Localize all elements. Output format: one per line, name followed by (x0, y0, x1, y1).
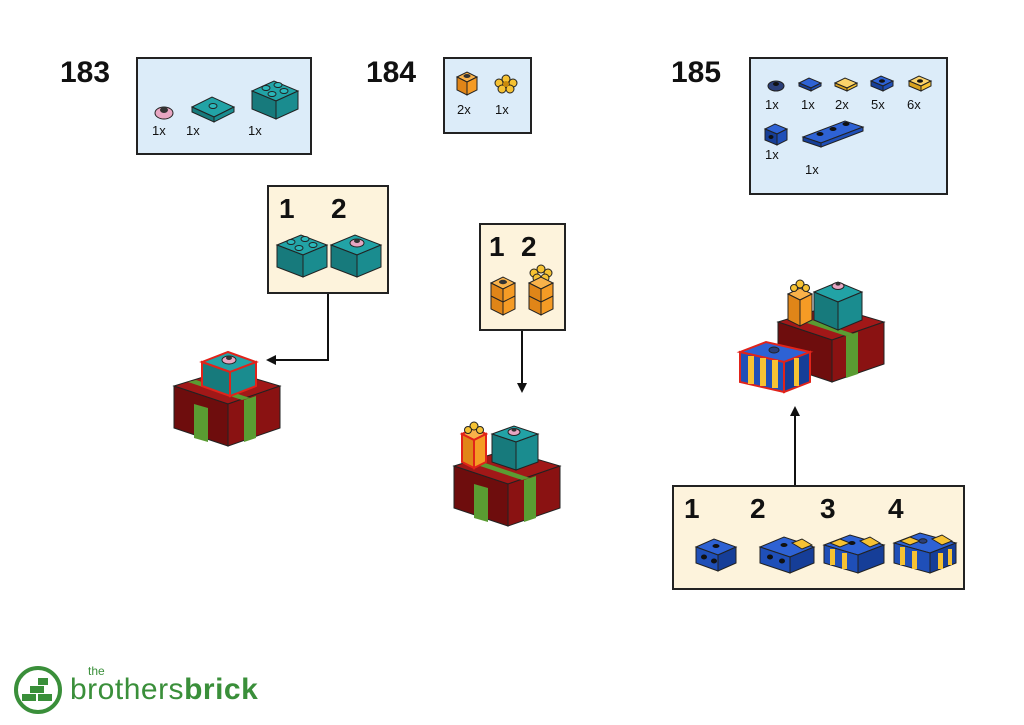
blue-yellow-gift-assembly-3-icon (822, 534, 886, 574)
gift-stack-184-illustration (452, 421, 562, 527)
parts-list-183: 1x 1x 1x (136, 57, 312, 155)
substep-number: 1 (279, 193, 295, 224)
brand-word-2: brick (184, 673, 259, 706)
step-number-185: 185 (671, 56, 722, 89)
parts-list-184: 2x 1x (443, 57, 532, 134)
arrow-icon (266, 294, 329, 365)
substep-number: 4 (888, 493, 904, 524)
brand-word-1: brothers (70, 673, 185, 706)
part-qty: 1x (765, 147, 779, 162)
teal-plate-2x2-icon (190, 96, 236, 123)
part-qty: 1x (248, 123, 262, 138)
part-qty: 2x (457, 102, 471, 117)
blue-yellow-gift-assembly-4-icon (892, 532, 958, 574)
substep-number: 3 (820, 493, 836, 524)
blue-bracket-icon (763, 123, 789, 146)
yellow-tile-icon (833, 77, 859, 92)
part-qty: 1x (801, 97, 815, 112)
teal-brick-with-pink-tile-icon (329, 234, 383, 278)
blue-plate-1x3-icon (801, 120, 865, 148)
teal-brick-2x2-icon (250, 80, 300, 120)
substep-box-183: 1 2 (267, 185, 389, 294)
teal-brick-2x2-icon (275, 234, 329, 278)
substep-box-184: 1 2 (479, 223, 566, 331)
brand-wordmark: brothersbrick (70, 673, 258, 707)
part-qty: 5x (871, 97, 885, 112)
brothers-brick-logo-icon (14, 666, 62, 714)
part-qty: 1x (765, 97, 779, 112)
yellow-flower-icon (494, 74, 518, 94)
part-qty: 1x (186, 123, 200, 138)
yellow-round-tile-icon (907, 75, 933, 92)
substep-box-185: 1 2 3 4 (672, 485, 965, 590)
blue-bracket-assembly-2-icon (758, 536, 816, 574)
arrow-icon (517, 331, 527, 393)
step-number-183: 183 (60, 56, 111, 89)
part-qty: 1x (805, 162, 819, 177)
orange-brick-1x1-icon (455, 71, 479, 96)
substep-number: 2 (331, 193, 347, 224)
orange-brick-stack-with-flower-icon (527, 264, 555, 316)
dark-blue-round-plate-icon (767, 80, 785, 92)
parts-list-185: 1x 1x 2x 5x 6x 1x 1x (749, 57, 948, 195)
blue-bracket-assembly-1-icon (694, 538, 738, 572)
substep-number: 1 (684, 493, 700, 524)
orange-brick-stack-icon (489, 276, 517, 316)
step-number-184: 184 (366, 56, 417, 89)
gift-stack-183-illustration (172, 350, 282, 447)
part-qty: 1x (495, 102, 509, 117)
substep-number: 2 (750, 493, 766, 524)
brand-small-text: the (88, 664, 105, 678)
substep-number: 1 (489, 231, 505, 262)
part-qty: 6x (907, 97, 921, 112)
blue-tile-icon (797, 77, 823, 92)
arrow-icon (790, 406, 800, 486)
substep-number: 2 (521, 231, 537, 262)
blue-tile-icon (869, 75, 895, 92)
pink-round-tile-icon (154, 106, 174, 120)
part-qty: 2x (835, 97, 849, 112)
gift-stack-185-illustration (736, 279, 886, 394)
part-qty: 1x (152, 123, 166, 138)
